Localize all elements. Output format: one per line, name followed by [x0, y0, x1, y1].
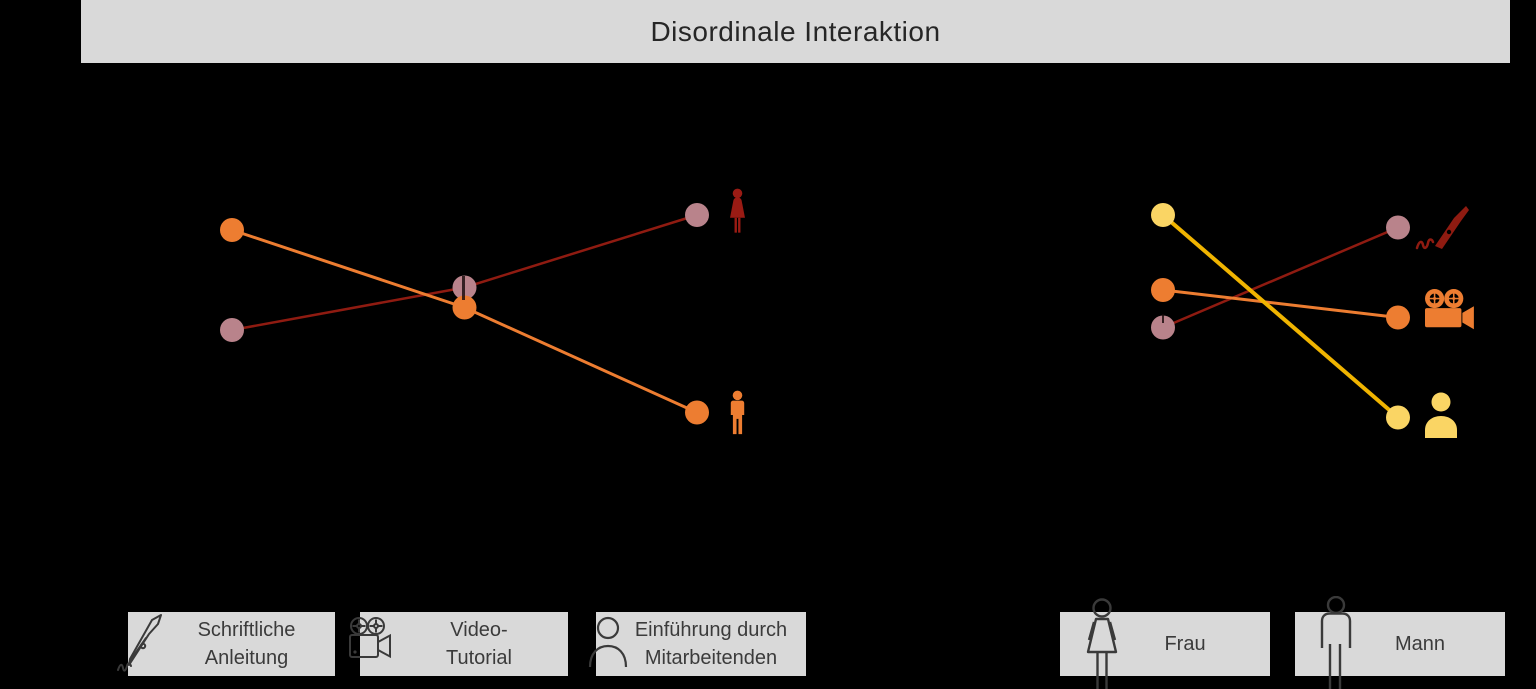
- movie-camera-pictogram-icon: [1425, 288, 1474, 330]
- slide-title: Disordinale Interaktion: [650, 15, 941, 47]
- legend-box-schriftliche-anleitung: Schriftliche Anleitung: [128, 612, 335, 676]
- series-line-einf-hrung-durch-mitarbeitenden: [1161, 213, 1400, 420]
- fountain-pen-outline-icon: [117, 614, 162, 672]
- data-point-marker: [685, 203, 709, 227]
- data-point-marker: [1386, 305, 1410, 330]
- legend-label: Schriftliche: [197, 618, 296, 641]
- legend-label: Tutorial: [446, 647, 512, 669]
- data-point-marker: [685, 400, 709, 425]
- data-point-marker: [220, 318, 244, 342]
- legend-label: Mitarbeitenden: [644, 647, 778, 669]
- woman-outline-icon: [1086, 598, 1118, 689]
- person-outline-icon: [588, 616, 628, 668]
- data-point-marker: [1151, 203, 1175, 227]
- data-point-marker: [452, 295, 477, 320]
- data-point-marker: [1386, 405, 1410, 430]
- legend-label: Mann: [1394, 632, 1446, 655]
- data-point-marker: [220, 218, 244, 242]
- legend-box-einfuehrung: Einführung durch Mitarbeitenden: [596, 612, 806, 676]
- series-line-schriftliche-anleitung: [1162, 226, 1399, 329]
- man-pictogram-icon: [730, 390, 745, 435]
- man-outline-icon: [1320, 596, 1352, 689]
- data-point-marker: [1386, 215, 1410, 240]
- gridline-fragment: [462, 276, 465, 300]
- series-line-mann: [231, 228, 698, 414]
- legend-label: Einführung durch: [634, 618, 788, 641]
- legend-label: Frau: [1164, 632, 1206, 655]
- legend-label: Video-: [450, 618, 508, 641]
- slide-title-bar: Disordinale Interaktion: [81, 0, 1510, 63]
- gridline-fragment: [1161, 314, 1164, 323]
- series-line-video-tutorial: [1162, 288, 1399, 319]
- video-camera-outline-icon: [349, 617, 391, 659]
- data-point-marker: [1151, 278, 1175, 302]
- legend-label: Anleitung: [204, 647, 289, 669]
- person-pictogram-icon: [1425, 392, 1457, 438]
- data-point-marker: [1151, 315, 1175, 340]
- data-point-marker: [452, 275, 477, 300]
- woman-pictogram-icon: [730, 188, 745, 233]
- legend-box-video-tutorial: Video- Tutorial: [360, 612, 568, 676]
- fountain-pen-pictogram-icon: [1415, 206, 1469, 250]
